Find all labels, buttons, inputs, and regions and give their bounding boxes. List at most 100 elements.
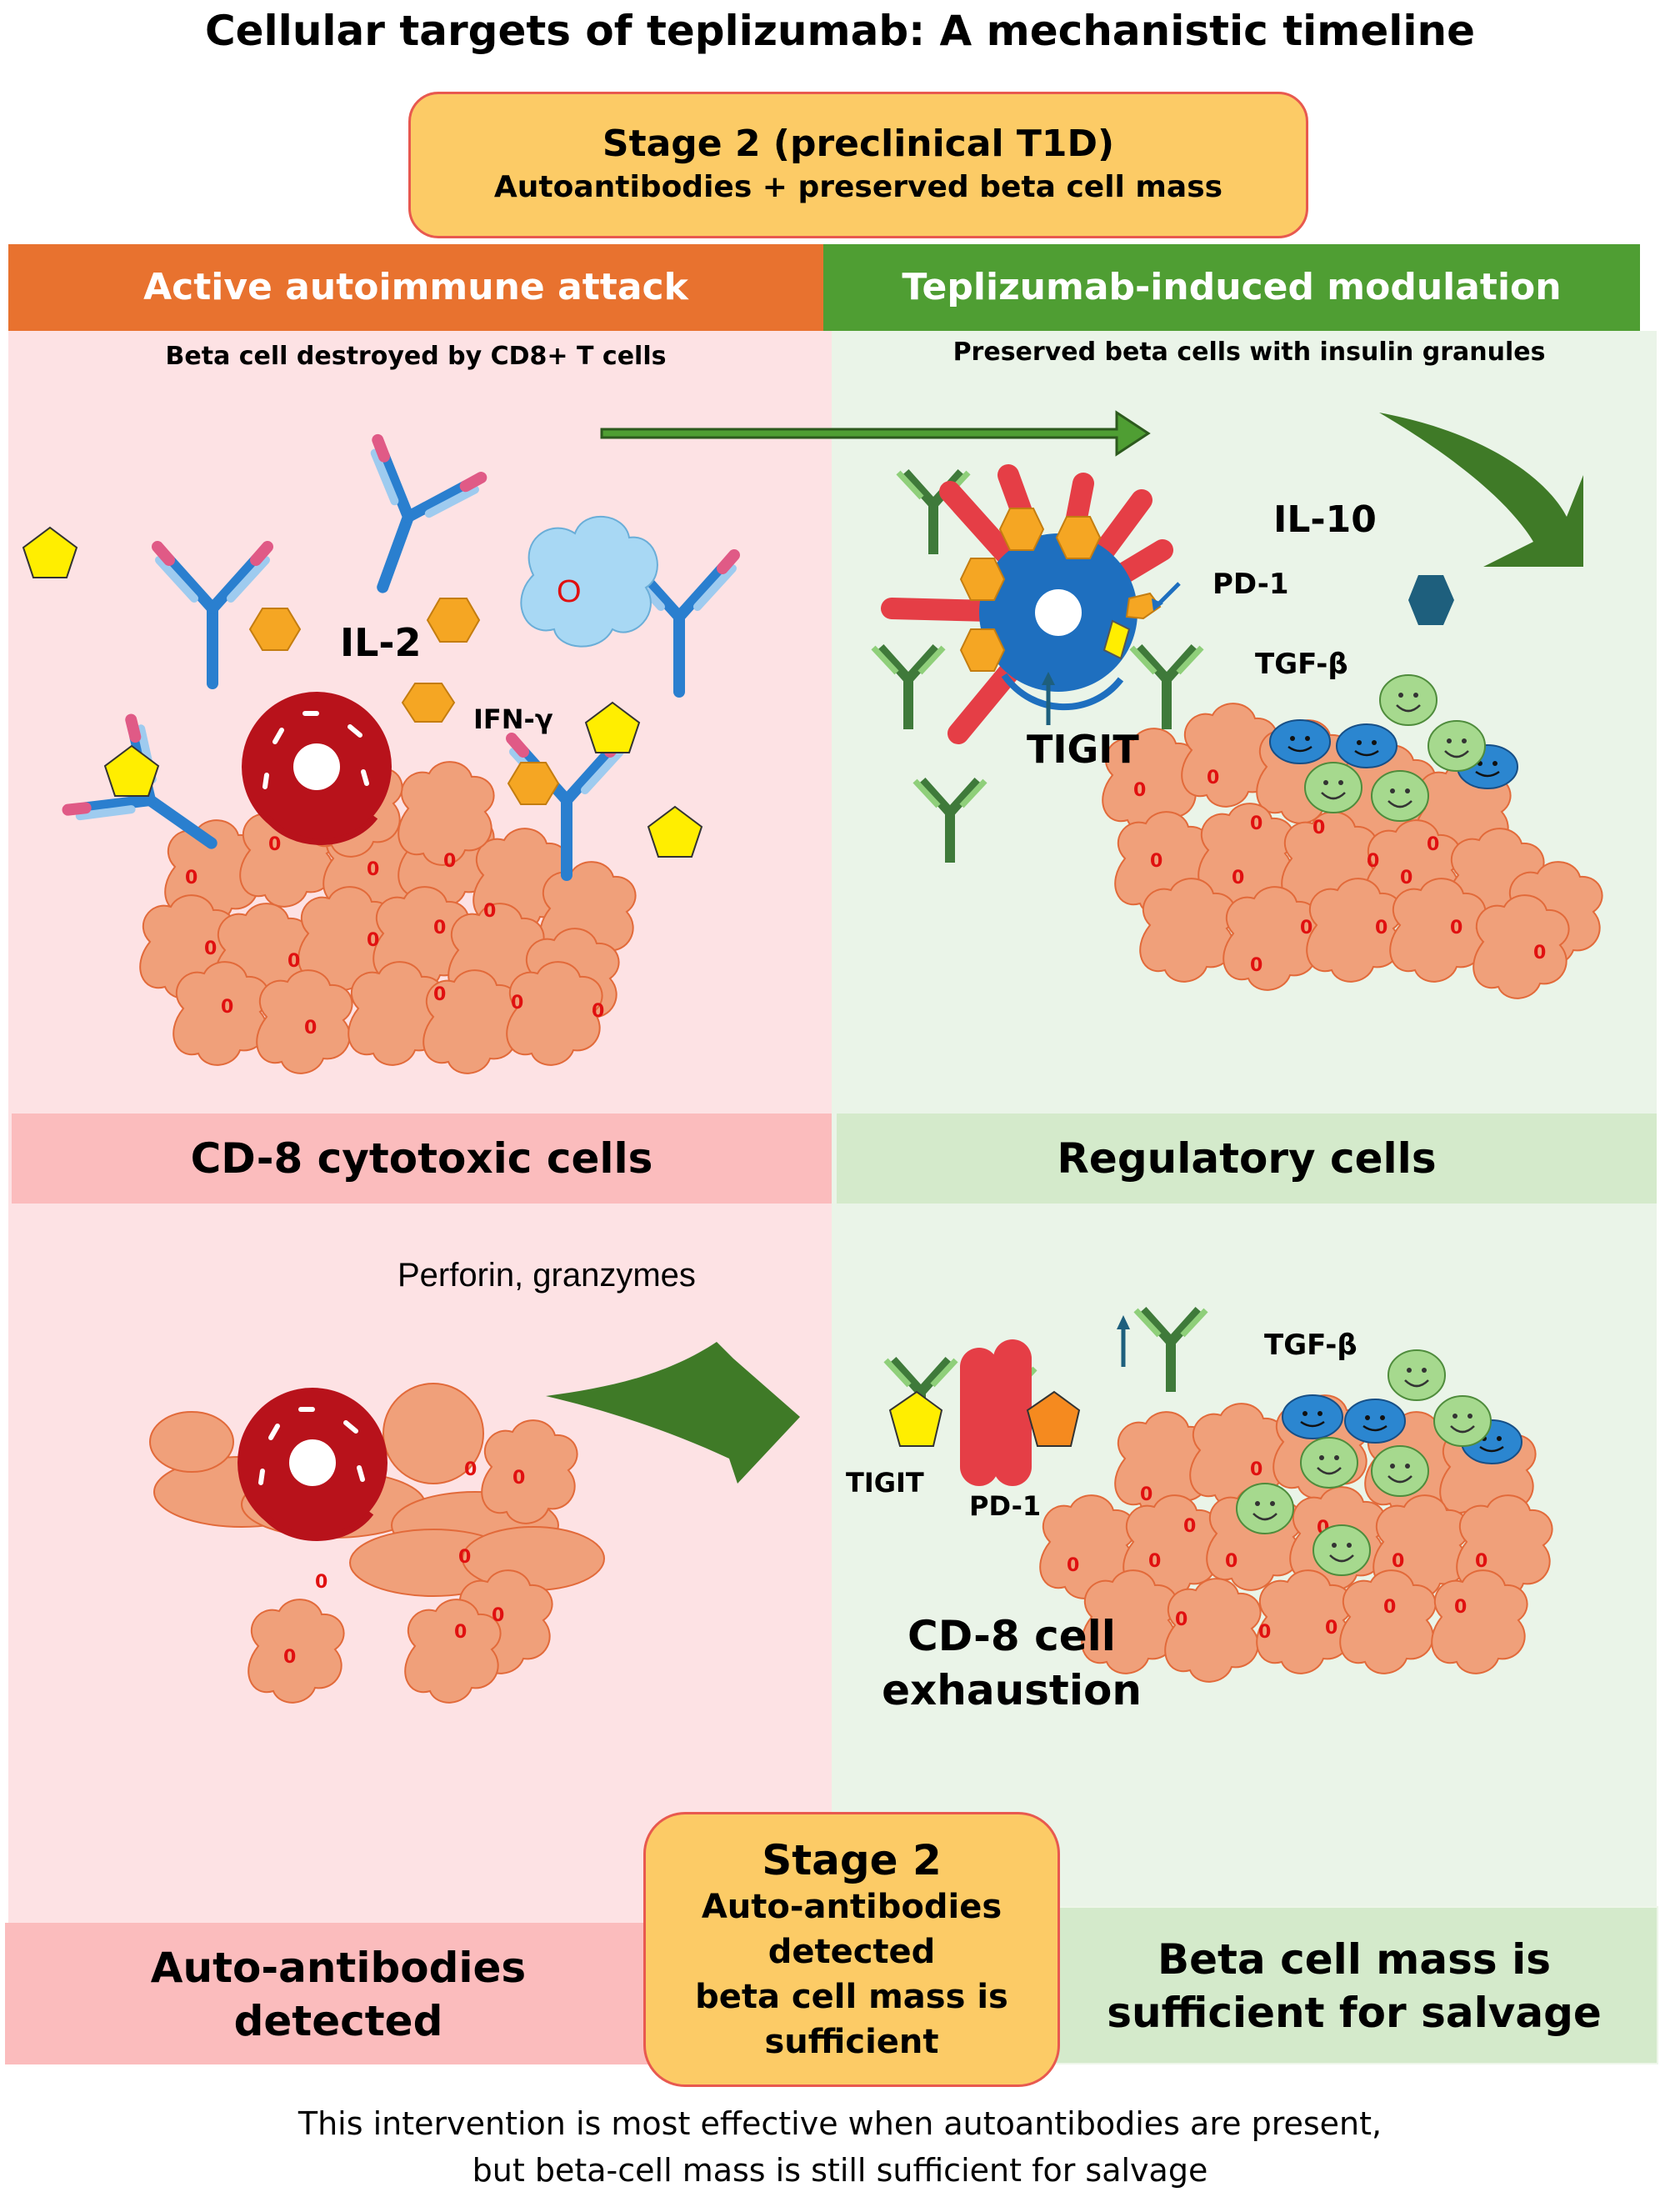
granule: 0 <box>1367 851 1379 872</box>
granule: 0 <box>1225 1551 1238 1572</box>
stage-bottom-box: Stage 2 Auto-antibodies detected beta ce… <box>643 1812 1060 2087</box>
granule: 0 <box>1475 1551 1488 1572</box>
stage-bottom-line1: Auto-antibodies <box>701 1888 1002 1926</box>
header-teplizumab-modulation: Teplizumab-induced modulation <box>823 244 1640 331</box>
stage-bottom-line4: sufficient <box>764 2023 939 2061</box>
band-beta-line2: sufficient for salvage <box>1107 1989 1602 2037</box>
granule: 0 <box>1300 918 1312 938</box>
granule: 0 <box>464 1459 477 1480</box>
stage-top-box: Stage 2 (preclinical T1D) Autoantibodies… <box>408 92 1308 238</box>
tigit-label-top: TIGIT <box>1027 727 1139 772</box>
curved-arrow-top-right <box>1379 413 1583 567</box>
pd1-label-top: PD-1 <box>1212 568 1289 601</box>
granule: 0 <box>511 993 523 1013</box>
stage-top-subtitle: Autoantibodies + preserved beta cell mas… <box>493 170 1223 204</box>
granule: 0 <box>367 930 379 951</box>
granule: 0 <box>433 984 446 1005</box>
granule: 0 <box>185 868 198 888</box>
il10-label: IL-10 <box>1273 498 1377 541</box>
granule: 0 <box>1392 1551 1404 1572</box>
tgf-beta-label-top: TGF-β <box>1255 648 1348 681</box>
footer-line1: This intervention is most effective when… <box>298 2105 1382 2142</box>
granule: 0 <box>1150 851 1162 872</box>
granule: 0 <box>592 1001 604 1022</box>
granule: 0 <box>315 1572 328 1593</box>
labels-top-right: IL-10 PD-1 TGF-β TIGIT <box>1027 498 1377 772</box>
granule: 0 <box>1533 943 1546 963</box>
granule: 0 <box>458 1547 471 1568</box>
granule: 0 <box>288 951 300 972</box>
granule: 0 <box>1312 818 1325 838</box>
granules-top-left: 0 0 0 0 0 0 0 0 0 0 0 0 0 0 <box>185 834 604 1038</box>
band-beta-line1: Beta cell mass is <box>1158 1935 1551 1984</box>
granule: 0 <box>304 1018 317 1038</box>
granule: 0 <box>204 938 217 959</box>
subtitle-right: Preserved beta cells with insulin granul… <box>952 338 1546 367</box>
perforin-label: Perforin, granzymes <box>398 1257 696 1294</box>
granule: 0 <box>1232 868 1244 888</box>
band-auto-line2: detected <box>233 1997 443 2045</box>
treg-with-receptors <box>881 464 1181 744</box>
granule: 0 <box>221 997 233 1018</box>
granule: 0 <box>1250 813 1262 834</box>
exhausted-cd8-cell <box>886 1310 1206 1486</box>
granule: 0 <box>1183 1516 1196 1537</box>
granules-top-right: 0 0 0 0 0 0 0 0 0 0 0 0 0 0 <box>1133 768 1546 976</box>
band-beta-cell-mass: Beta cell mass is sufficient for salvage <box>1050 1906 1658 2064</box>
subtitle-left: Beta cell destroyed by CD8+ T cells <box>165 342 667 371</box>
granules-bottom-left: 0 0 0 0 0 0 0 <box>283 1459 525 1668</box>
stage-bottom-line3: beta cell mass is <box>695 1978 1008 2016</box>
granule: 0 <box>443 851 456 872</box>
cd8-tcell-top-left <box>242 692 392 842</box>
footer-note: This intervention is most effective when… <box>0 2100 1680 2194</box>
granule: 0 <box>433 918 446 938</box>
stage-bottom-line2: detected <box>768 1933 936 1971</box>
granule: 0 <box>1133 780 1146 801</box>
footer-line2: but beta-cell mass is still sufficient f… <box>472 2152 1208 2189</box>
cytokine-labels-top-left: IL-2 IFN-γ <box>340 620 553 735</box>
band-auto-line1: Auto-antibodies <box>150 1944 527 1992</box>
granule: 0 <box>1140 1484 1152 1505</box>
tigit-label-bottom: TIGIT <box>846 1467 924 1499</box>
arrow-bottom-curved <box>546 1342 800 1484</box>
cytokine-hexagons-top-left <box>248 598 560 805</box>
exhaustion-label-line1: CD-8 cell <box>908 1612 1116 1660</box>
granule: 0 <box>1427 834 1439 855</box>
cytokine-pentagons-top-left <box>22 526 703 858</box>
granule: 0 <box>1067 1555 1079 1576</box>
page-title: Cellular targets of teplizumab: A mechan… <box>204 7 1476 55</box>
granule: 0 <box>1375 918 1388 938</box>
il10-hexagon <box>1408 575 1454 625</box>
stage-top-title: Stage 2 (preclinical T1D) <box>602 123 1115 165</box>
il2-label: IL-2 <box>340 620 422 665</box>
granule: 0 <box>1450 918 1462 938</box>
arrow-left-to-right-top <box>600 410 1151 457</box>
granule: 0 <box>1250 1459 1262 1480</box>
granule: 0 <box>283 1647 296 1668</box>
granule: 0 <box>454 1622 467 1643</box>
pd1-label-bottom: PD-1 <box>969 1490 1041 1522</box>
granule: 0 <box>268 834 281 855</box>
tgf-beta-label-bottom: TGF-β <box>1264 1329 1358 1362</box>
granule: 0 <box>1207 768 1219 788</box>
band-auto-antibodies: Auto-antibodies detected <box>5 1923 672 2064</box>
granule: 0 <box>1258 1622 1271 1643</box>
band-regulatory-cells: Regulatory cells <box>837 1114 1657 1204</box>
stage-bottom-title: Stage 2 <box>762 1836 942 1884</box>
ifn-cloud: O <box>520 515 658 648</box>
granule: 0 <box>1148 1551 1161 1572</box>
granule: 0 <box>1175 1609 1188 1630</box>
granule: 0 <box>512 1468 525 1489</box>
ifn-gamma-label: IFN-γ <box>473 703 553 735</box>
granule: 0 <box>367 859 379 880</box>
granule: 0 <box>483 901 496 922</box>
granule: 0 <box>1400 868 1412 888</box>
granule: 0 <box>1383 1597 1396 1618</box>
granule: 0 <box>1325 1618 1338 1639</box>
cytokine-o-label: O <box>557 574 582 609</box>
granule: 0 <box>492 1605 504 1626</box>
granule: 0 <box>1250 955 1262 976</box>
labels-bottom-right: TGF-β TIGIT PD-1 CD-8 cell exhaustion <box>846 1329 1358 1714</box>
band-cd8-cytotoxic: CD-8 cytotoxic cells <box>12 1114 832 1204</box>
